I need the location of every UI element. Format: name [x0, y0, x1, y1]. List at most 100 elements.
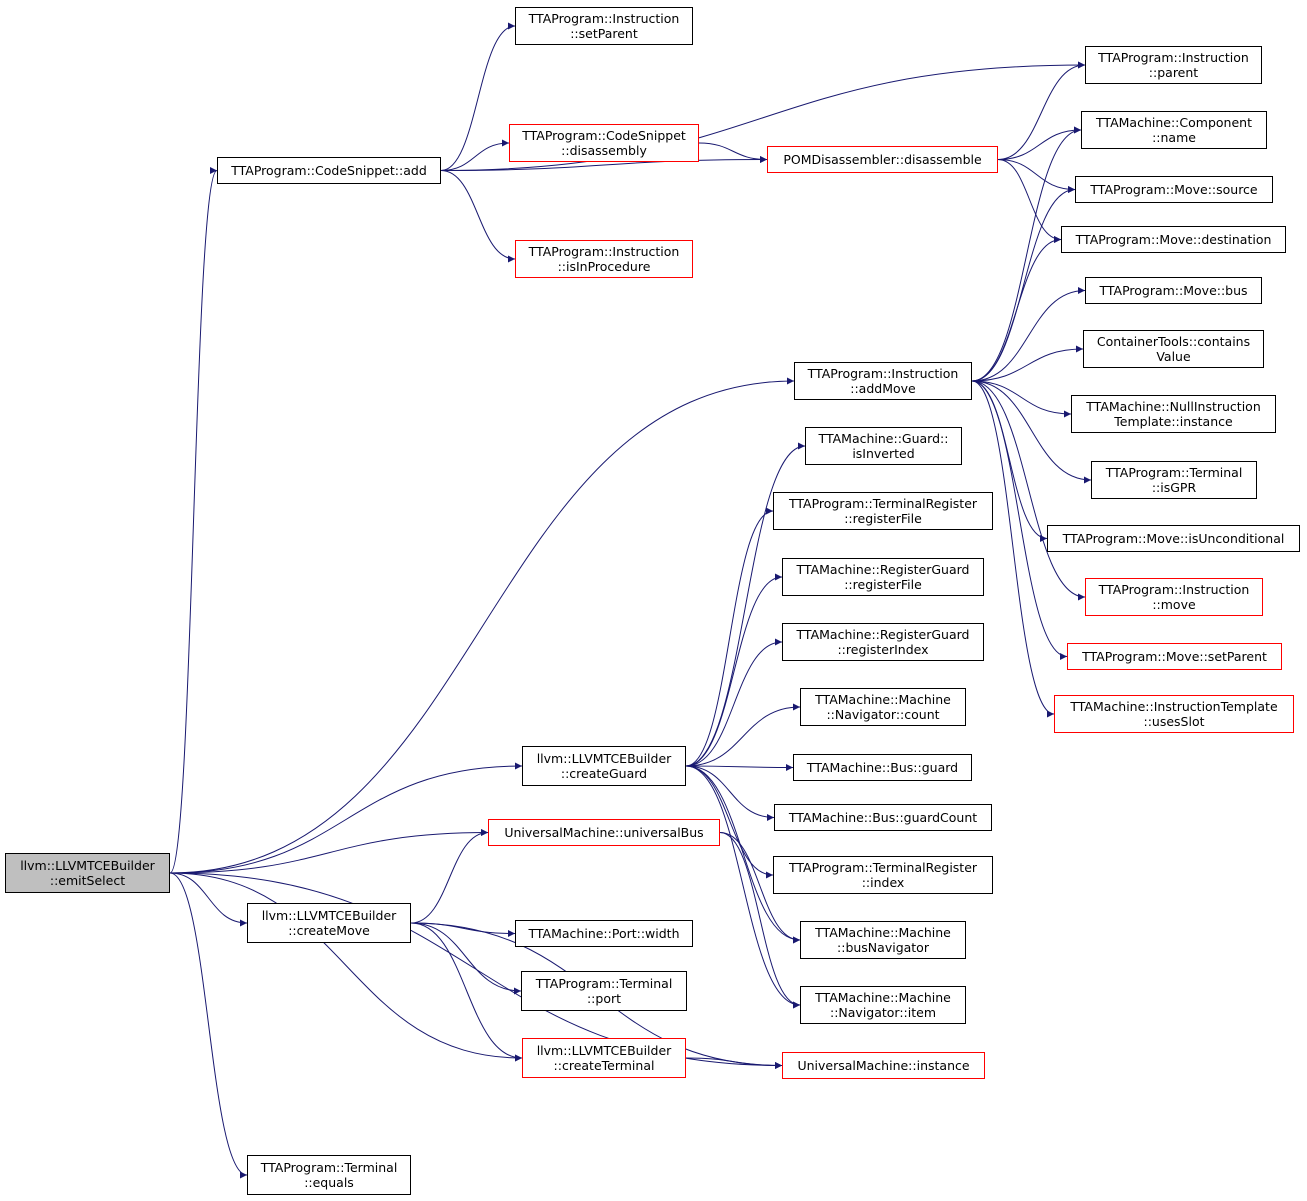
node-label: TTAMachine::Machine	[815, 990, 951, 1005]
node-label: ::createMove	[288, 923, 370, 938]
node-code-snippet-add[interactable]: TTAProgram::CodeSnippet::add	[217, 157, 441, 184]
node-label: ::parent	[1148, 65, 1199, 80]
edge-create-guard-to-bus-guard-count	[685, 765, 775, 821]
node-label: ::usesSlot	[1143, 714, 1205, 729]
edge-create-guard-to-term-reg-index	[685, 765, 774, 879]
node-terminal-equals[interactable]: TTAProgram::Terminal::equals	[247, 1155, 411, 1195]
node-um-instance[interactable]: UniversalMachine::instance	[782, 1052, 985, 1079]
node-label: ::registerFile	[844, 577, 922, 592]
node-label: TTAProgram::Move::source	[1090, 182, 1258, 197]
node-instr-is-in-procedure[interactable]: TTAProgram::Instruction::isInProcedure	[515, 240, 693, 278]
node-label: ::registerIndex	[837, 642, 929, 657]
edge-code-snippet-add-to-pom-disassemble	[440, 156, 768, 171]
node-instr-move[interactable]: TTAProgram::Instruction::move	[1085, 578, 1263, 616]
node-bus-guard-count[interactable]: TTAMachine::Bus::guardCount	[774, 804, 992, 831]
node-label: isInverted	[852, 446, 915, 461]
node-port-width[interactable]: TTAMachine::Port::width	[515, 920, 693, 947]
node-guard-is-inverted[interactable]: TTAMachine::Guard::isInverted	[805, 427, 962, 465]
node-label: TTAProgram::Move::bus	[1099, 283, 1248, 298]
node-label: TTAProgram::Move::destination	[1075, 232, 1272, 247]
node-label: TTAMachine::NullInstruction	[1086, 399, 1261, 414]
node-label: TTAMachine::Bus::guard	[806, 760, 959, 775]
node-label: TTAProgram::Move::setParent	[1082, 649, 1267, 664]
edge-pom-disassemble-to-move-source	[997, 159, 1076, 193]
node-instr-set-parent[interactable]: TTAProgram::Instruction::setParent	[515, 7, 693, 45]
node-label: TTAMachine::Guard::	[818, 431, 949, 446]
node-reg-guard-register-index[interactable]: TTAMachine::RegisterGuard::registerIndex	[782, 623, 984, 661]
node-label: ::equals	[304, 1175, 354, 1190]
node-bus-navigator[interactable]: TTAMachine::Machine::busNavigator	[800, 921, 966, 959]
node-navigator-item[interactable]: TTAMachine::Machine::Navigator::item	[800, 986, 966, 1024]
node-instr-parent[interactable]: TTAProgram::Instruction::parent	[1085, 46, 1262, 84]
edge-emit-select-to-create-terminal	[169, 872, 523, 1062]
edge-create-move-to-port-width	[410, 922, 516, 937]
node-label: ::createTerminal	[553, 1058, 655, 1073]
node-label: POMDisassembler::disassemble	[783, 152, 982, 167]
edge-emit-select-to-terminal-equals	[169, 872, 248, 1179]
edge-instr-add-move-to-uses-slot	[971, 380, 1055, 718]
node-label: ::name	[1152, 130, 1196, 145]
node-move-bus[interactable]: TTAProgram::Move::bus	[1085, 277, 1262, 304]
node-label: TTAMachine::Machine	[815, 925, 951, 940]
node-label: ::Navigator::count	[826, 707, 940, 722]
node-label: ::addMove	[850, 381, 916, 396]
node-label: Template::instance	[1114, 414, 1233, 429]
node-move-source[interactable]: TTAProgram::Move::source	[1075, 176, 1273, 203]
edge-create-guard-to-guard-is-inverted	[685, 442, 806, 767]
node-label: ::isGPR	[1151, 480, 1197, 495]
edge-create-guard-to-bus-guard	[685, 763, 794, 771]
node-label: TTAProgram::Terminal	[260, 1160, 398, 1175]
node-label: ::disassembly	[561, 143, 647, 158]
edge-instr-add-move-to-instr-move	[971, 380, 1086, 601]
node-label: ::isInProcedure	[557, 259, 651, 274]
node-move-destination[interactable]: TTAProgram::Move::destination	[1061, 226, 1286, 253]
node-create-terminal[interactable]: llvm::LLVMTCEBuilder::createTerminal	[522, 1038, 686, 1078]
node-reg-guard-register-file[interactable]: TTAMachine::RegisterGuard::registerFile	[782, 558, 984, 596]
node-label: TTAProgram::CodeSnippet::add	[231, 163, 427, 178]
node-label: TTAProgram::Terminal	[535, 976, 673, 991]
node-label: TTAProgram::Instruction	[528, 11, 680, 26]
node-label: ::setParent	[570, 26, 638, 41]
edge-universal-bus-to-bus-navigator	[719, 832, 801, 944]
node-term-reg-index[interactable]: TTAProgram::TerminalRegister::index	[773, 856, 993, 894]
node-label: TTAMachine::Component	[1096, 115, 1252, 130]
edge-create-guard-to-reg-guard-register-index	[685, 638, 783, 767]
node-create-guard[interactable]: llvm::LLVMTCEBuilder::createGuard	[522, 746, 686, 786]
edge-create-guard-to-reg-guard-register-file	[685, 573, 783, 767]
node-label: TTAMachine::Port::width	[528, 926, 680, 941]
node-label: llvm::LLVMTCEBuilder	[536, 1043, 672, 1058]
node-bus-guard[interactable]: TTAMachine::Bus::guard	[793, 754, 972, 781]
node-label: TTAProgram::Instruction	[1098, 50, 1249, 65]
node-navigator-count[interactable]: TTAMachine::Machine::Navigator::count	[800, 688, 966, 726]
node-uses-slot[interactable]: TTAMachine::InstructionTemplate::usesSlo…	[1054, 695, 1294, 733]
node-component-name[interactable]: TTAMachine::Component::name	[1081, 111, 1267, 149]
node-label: TTAProgram::TerminalRegister	[788, 860, 978, 875]
node-move-set-parent[interactable]: TTAProgram::Move::setParent	[1067, 643, 1282, 670]
edge-code-snippet-disassembly-to-pom-disassemble	[698, 142, 768, 163]
node-label: TTAMachine::RegisterGuard	[796, 627, 970, 642]
edge-create-guard-to-navigator-count	[685, 703, 801, 767]
edge-create-guard-to-term-reg-register-file	[685, 507, 774, 767]
node-pom-disassemble[interactable]: POMDisassembler::disassemble	[767, 146, 998, 173]
node-label: ::busNavigator	[837, 940, 929, 955]
node-label: ContainerTools::contains	[1096, 334, 1251, 349]
node-label: TTAMachine::RegisterGuard	[796, 562, 970, 577]
node-label: UniversalMachine::universalBus	[504, 825, 704, 840]
node-label: UniversalMachine::instance	[797, 1058, 970, 1073]
node-label: Value	[1156, 349, 1191, 364]
node-universal-bus[interactable]: UniversalMachine::universalBus	[488, 819, 720, 846]
node-code-snippet-disassembly[interactable]: TTAProgram::CodeSnippet::disassembly	[509, 124, 699, 162]
node-terminal-port[interactable]: TTAProgram::Terminal::port	[521, 971, 687, 1011]
node-terminal-is-gpr[interactable]: TTAProgram::Terminal::isGPR	[1091, 461, 1257, 499]
node-label: llvm::LLVMTCEBuilder	[536, 751, 672, 766]
node-create-move[interactable]: llvm::LLVMTCEBuilder::createMove	[247, 903, 411, 943]
edge-instr-add-move-to-move-destination	[971, 236, 1062, 382]
node-move-is-unconditional[interactable]: TTAProgram::Move::isUnconditional	[1047, 525, 1300, 552]
edge-create-guard-to-bus-navigator	[685, 765, 801, 944]
node-emit-select: llvm::LLVMTCEBuilder::emitSelect	[5, 853, 170, 893]
node-instr-add-move[interactable]: TTAProgram::Instruction::addMove	[794, 362, 972, 400]
node-term-reg-register-file[interactable]: TTAProgram::TerminalRegister::registerFi…	[773, 492, 993, 530]
